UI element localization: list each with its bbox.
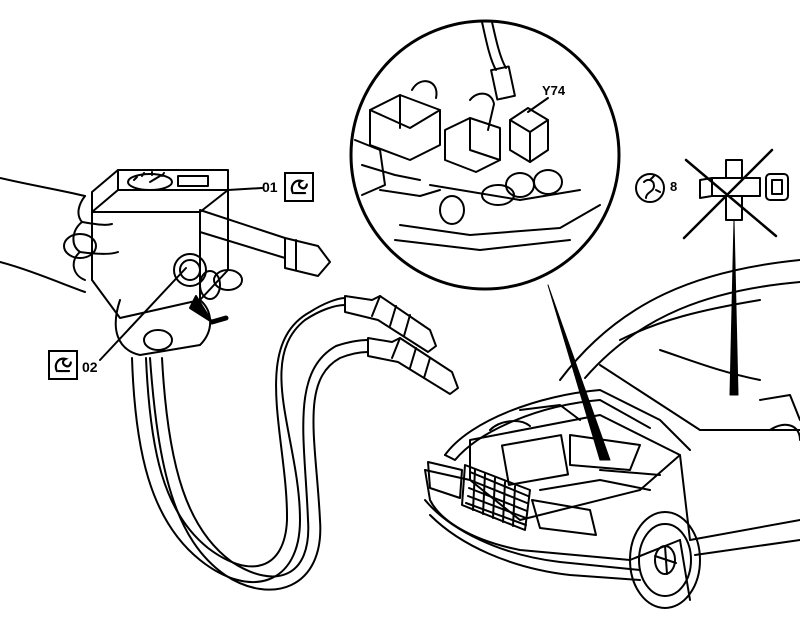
callout-02-label: 02 (82, 359, 98, 375)
leader-line-01 (227, 187, 263, 191)
inset-leader (547, 284, 611, 461)
vacuum-hoses (131, 297, 369, 591)
magnified-inset (349, 19, 621, 291)
callout-01-label: 01 (262, 179, 278, 195)
car-illustration (424, 259, 800, 609)
reference-8-label: 8 (670, 179, 678, 194)
hand-illustration (0, 177, 119, 293)
vacuum-connector-icon (682, 148, 789, 396)
vacuum-tester (63, 169, 331, 356)
special-tool-icon-02 (48, 350, 78, 380)
valve-y74-label: Y74 (542, 83, 566, 98)
special-tool-icon (284, 172, 314, 202)
leader-line-02 (99, 267, 187, 361)
hose-clamps (344, 295, 459, 395)
warning-circle-icon (635, 173, 665, 203)
